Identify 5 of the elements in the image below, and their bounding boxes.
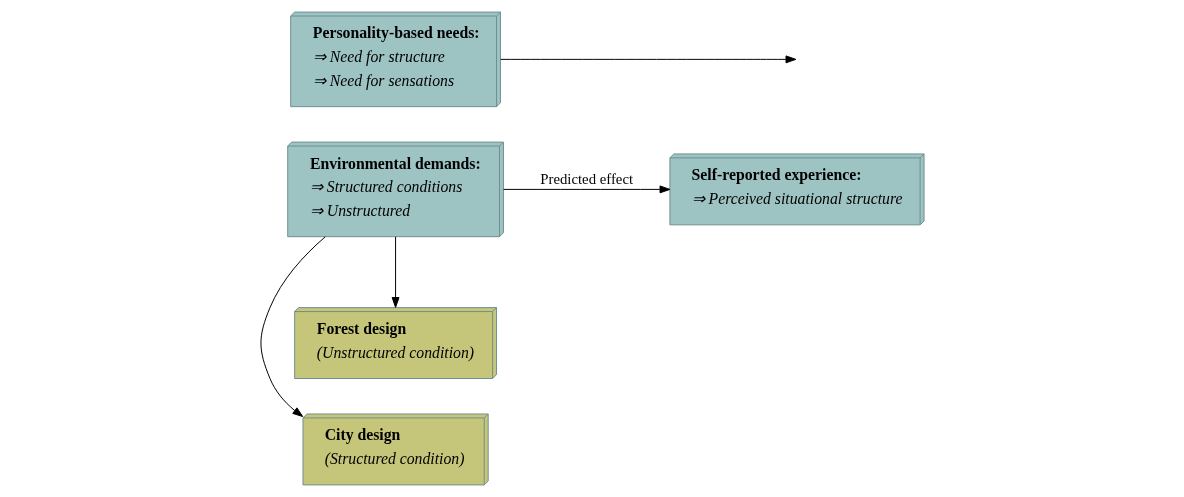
arrow: [502, 185, 670, 194]
edge-label: Predicted effect: [539, 171, 633, 188]
arrow: [391, 236, 400, 308]
arrow: [499, 55, 796, 64]
arrow: [259, 236, 326, 418]
